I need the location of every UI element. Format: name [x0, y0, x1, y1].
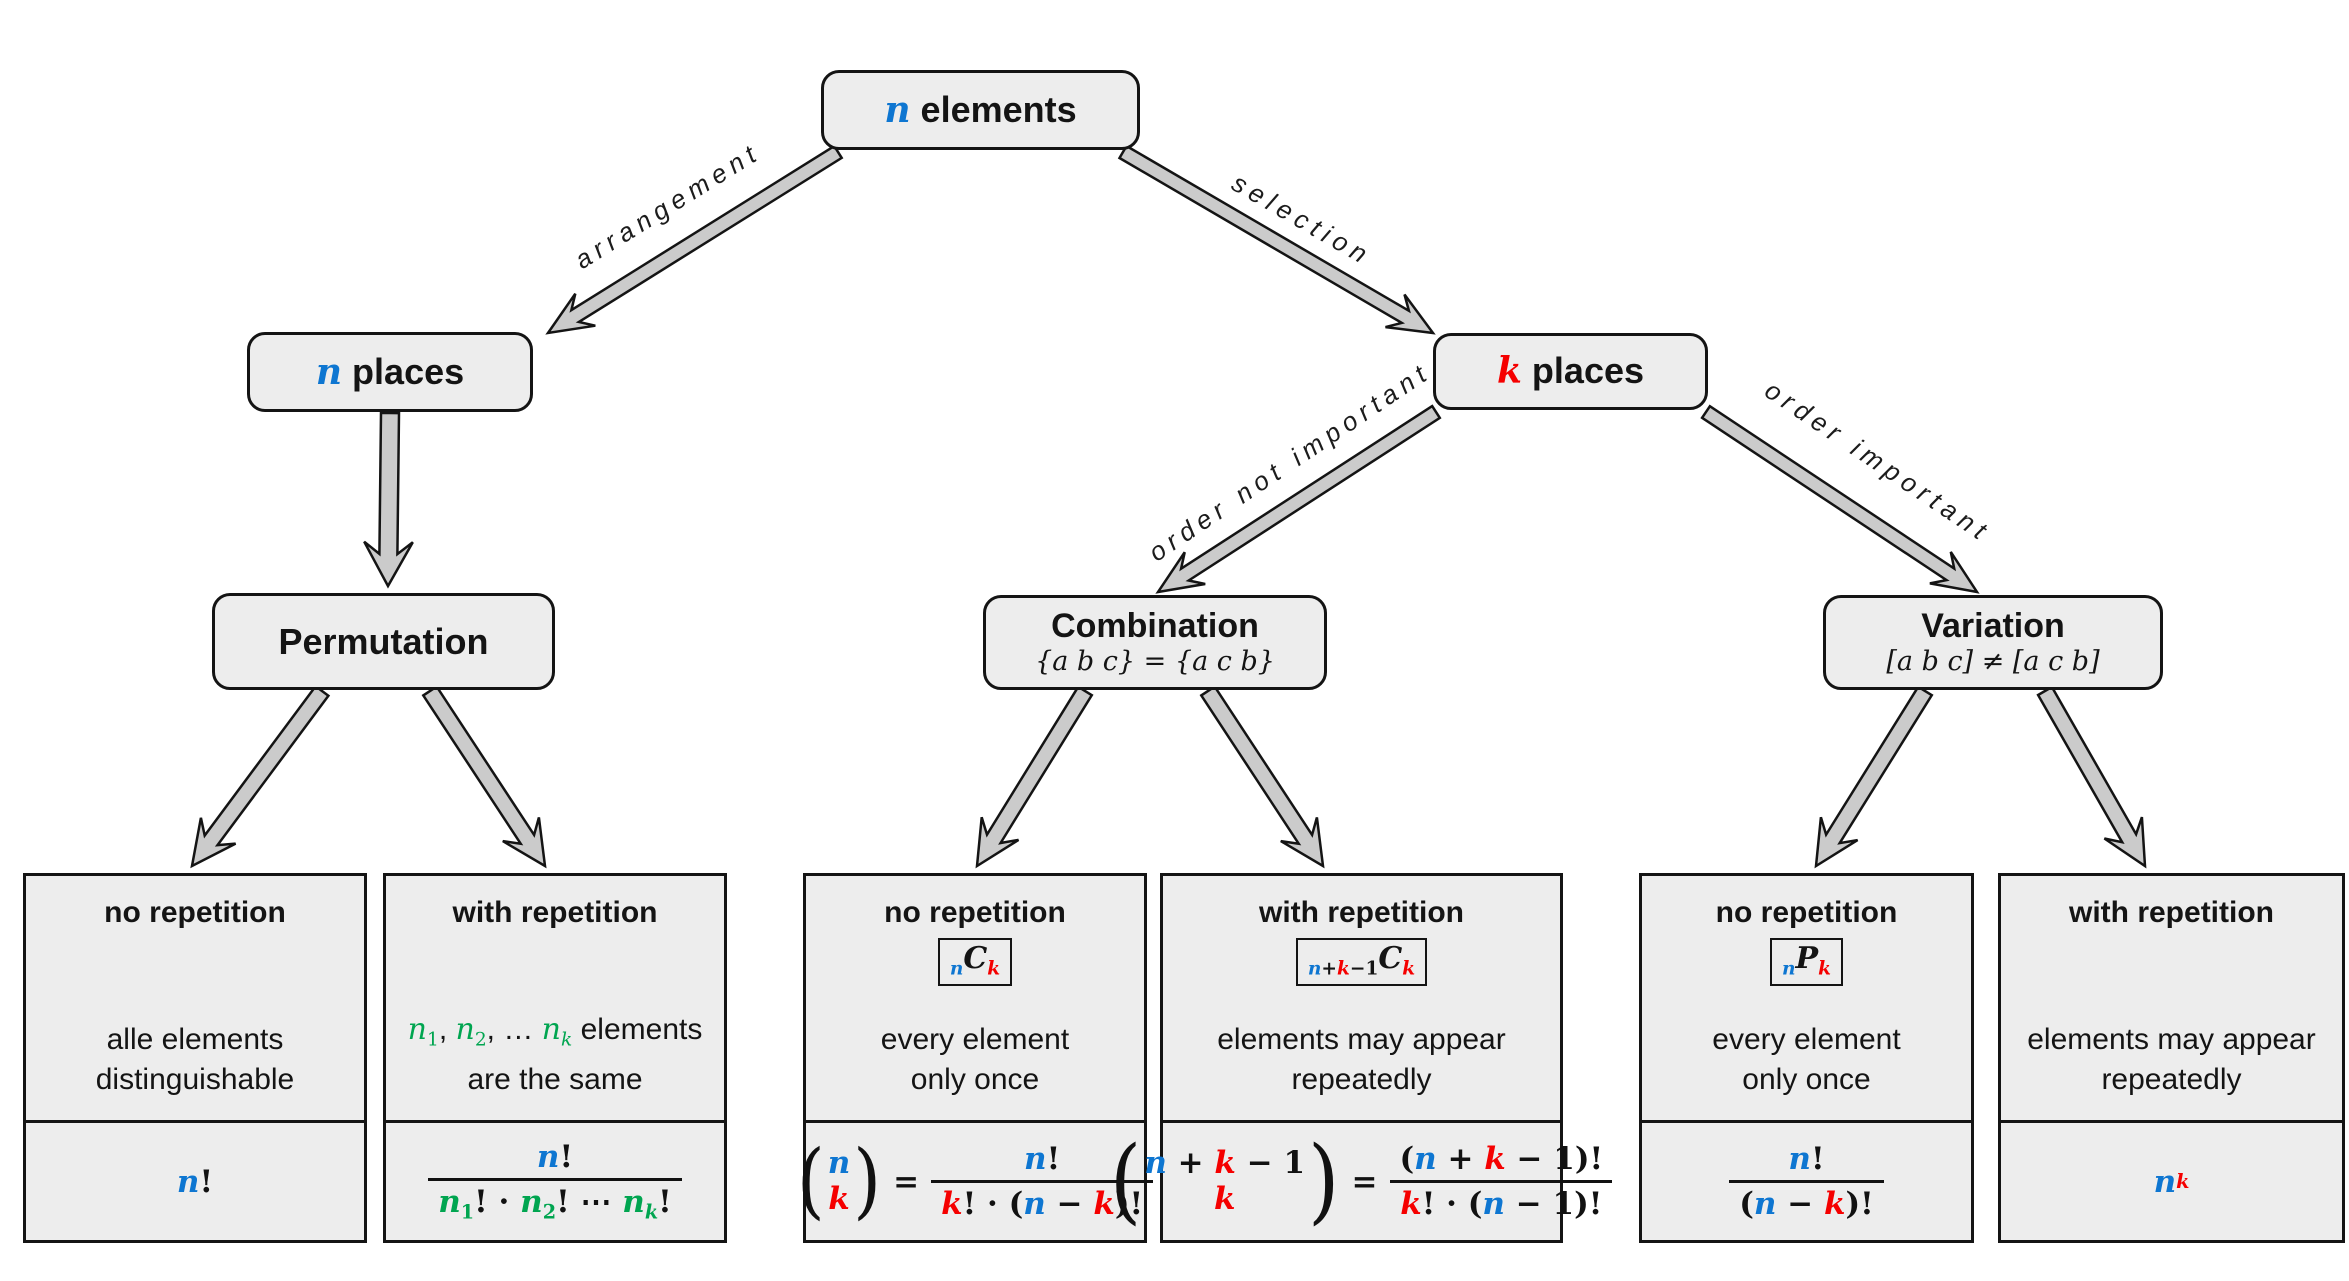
block-arrow [421, 684, 547, 869]
card-head: with repetition [2069, 896, 2274, 930]
card-top: with repetition n+k−1Ck elements may app… [1163, 876, 1560, 1123]
node-variation-title: Variation [1921, 606, 2065, 645]
block-arrow [975, 685, 1094, 869]
node-n-elements: n elements [821, 70, 1140, 150]
node-n-places-title: n places [315, 350, 465, 393]
card-head: no repetition nPk [1715, 896, 1898, 986]
card-head: no repetition [104, 896, 286, 930]
node-variation-subtitle: [a b c] ≠ [a c b] [1886, 645, 2100, 677]
card-formula-section: n!n1! · n2! ⋯ nk! [386, 1123, 724, 1240]
card-title: with repetition [452, 896, 658, 929]
block-arrow [363, 411, 414, 589]
node-k-places-title: k places [1496, 350, 1645, 393]
card-description-line: elements may appear [2027, 1023, 2316, 1056]
card-title: no repetition [1715, 896, 1898, 929]
card-description-line: every element [1712, 1023, 1901, 1056]
card-head: with repetition [453, 896, 658, 930]
card-title: no repetition [884, 896, 1066, 929]
block-arrow [190, 684, 331, 869]
block-arrow [2036, 685, 2147, 869]
block-arrow [1814, 685, 1934, 869]
card-description: elements may appear repeatedly [1217, 1020, 1506, 1100]
card-badge-nCk: nCk [937, 938, 1013, 986]
node-n-places: n places [247, 332, 533, 412]
card-title: no repetition [104, 896, 286, 929]
card-description: n1, n2, … nk elements are the same [408, 1010, 703, 1101]
card-variation-no-repetition: no repetition nPk every element only onc… [1639, 873, 1974, 1243]
card-description-line: n1, n2, … nk elements [407, 1011, 703, 1051]
card-top: with repetition elements may appear repe… [2001, 876, 2342, 1123]
node-combination-title: Combination [1051, 606, 1259, 645]
block-arrow [1117, 144, 1436, 335]
card-top: no repetition nCk every element only onc… [806, 876, 1144, 1123]
node-combination: Combination {a b c} = {a c b} [983, 595, 1327, 690]
card-head: no repetition nCk [884, 896, 1066, 986]
card-permutation-with-repetition: with repetition n1, n2, … nk elements ar… [383, 873, 727, 1243]
node-variation: Variation [a b c] ≠ [a c b] [1823, 595, 2163, 690]
node-k-places: k places [1433, 333, 1708, 410]
card-description: every element only once [1712, 1020, 1900, 1100]
card-description-line: only once [1742, 1063, 1871, 1096]
card-permutation-no-repetition: no repetition alle elements distinguisha… [23, 873, 367, 1243]
node-n-elements-title: n elements [884, 88, 1077, 131]
card-description-line: every element [880, 1023, 1070, 1056]
formula: n!(n − k)! [1729, 1141, 1884, 1222]
card-combination-with-repetition: with repetition n+k−1Ck elements may app… [1110, 873, 1613, 1243]
card-description-line: repeatedly [2101, 1063, 2242, 1096]
node-permutation: Permutation [212, 593, 555, 690]
block-arrow [545, 144, 844, 335]
formula: n! [176, 1163, 214, 1200]
card-description: elements may appear repeatedly [2027, 1020, 2316, 1100]
card-description-line: distinguishable [95, 1063, 295, 1096]
card-head: with repetition n+k−1Ck [1259, 896, 1464, 986]
node-combination-subtitle: {a b c} = {a c b} [1035, 645, 1275, 677]
card-description: every element only once [881, 1020, 1069, 1100]
card-description-line: alle elements [106, 1023, 284, 1056]
block-arrow [1155, 404, 1442, 594]
card-badge-nPk: nPk [1770, 938, 1843, 986]
card-description-line: are the same [467, 1063, 643, 1096]
card-title: with repetition [1259, 896, 1464, 929]
node-permutation-title: Permutation [278, 620, 489, 662]
card-badge-n+k-1Ck: n+k−1Ck [1295, 938, 1428, 986]
block-arrow [1199, 684, 1325, 869]
card-top: no repetition alle elements distinguisha… [26, 876, 364, 1123]
card-top: no repetition nPk every element only onc… [1642, 876, 1971, 1123]
block-arrow [1700, 404, 1980, 594]
formula: n!n1! · n2! ⋯ nk! [428, 1139, 682, 1224]
card-description-line: elements may appear [1217, 1023, 1506, 1056]
card-combination-no-repetition: no repetition nCk every element only onc… [797, 873, 1154, 1243]
card-description-line: only once [910, 1063, 1040, 1096]
card-variation-with-repetition: with repetition elements may appear repe… [1998, 873, 2345, 1243]
card-description: alle elements distinguishable [96, 1020, 294, 1100]
card-top: with repetition n1, n2, … nk elements ar… [386, 876, 724, 1123]
card-description-line: repeatedly [1291, 1063, 1432, 1096]
card-title: with repetition [2069, 896, 2274, 929]
card-formula-section: n!(n − k)! [1642, 1123, 1971, 1240]
card-formula-section: n! [26, 1123, 364, 1240]
